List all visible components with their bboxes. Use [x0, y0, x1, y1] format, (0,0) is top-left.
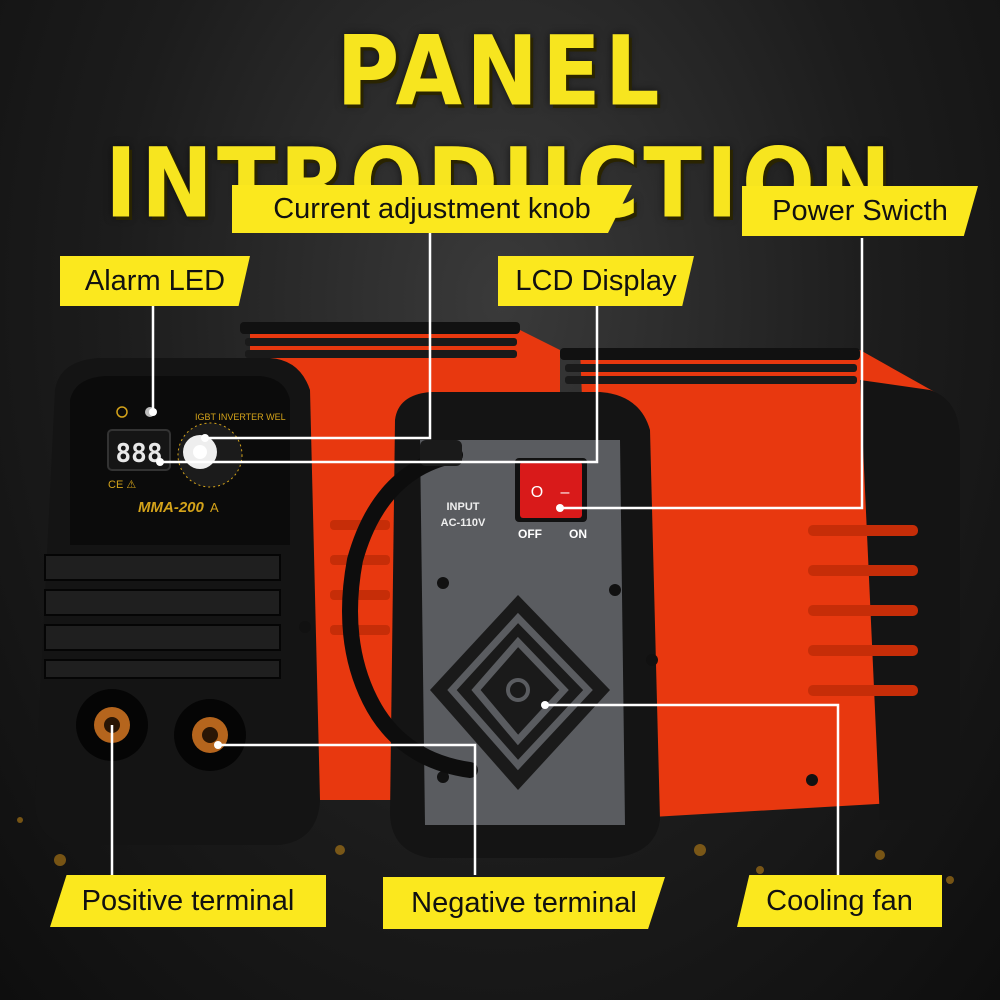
- cooling-fan: [430, 595, 610, 790]
- unit-label: A: [210, 500, 219, 515]
- off-label: OFF: [518, 527, 542, 541]
- label-positive-terminal: Positive terminal: [50, 875, 326, 927]
- power-switch: [520, 462, 582, 518]
- model-name: MMA-200: [138, 499, 205, 516]
- voltage-label: AC-110V: [441, 517, 486, 529]
- label-negative-terminal: Negative terminal: [383, 877, 665, 929]
- input-label: INPUT: [447, 501, 480, 513]
- label-cooling-fan: Cooling fan: [737, 875, 942, 927]
- lcd-digits: 888: [116, 439, 163, 469]
- on-label: ON: [569, 527, 587, 541]
- callout-lines: [110, 232, 864, 875]
- spark-bokeh: [17, 817, 954, 884]
- label-alarm-led: Alarm LED: [60, 256, 250, 306]
- on-symbol: –: [561, 484, 570, 501]
- brand-line: IGBT INVERTER WEL: [195, 412, 286, 422]
- label-power-switch: Power Swicth: [742, 186, 978, 236]
- label-current-knob: Current adjustment knob: [232, 185, 632, 233]
- label-lcd-display: LCD Display: [498, 256, 694, 306]
- off-symbol: O: [531, 484, 543, 501]
- cert-marks: CE ⚠: [108, 479, 136, 491]
